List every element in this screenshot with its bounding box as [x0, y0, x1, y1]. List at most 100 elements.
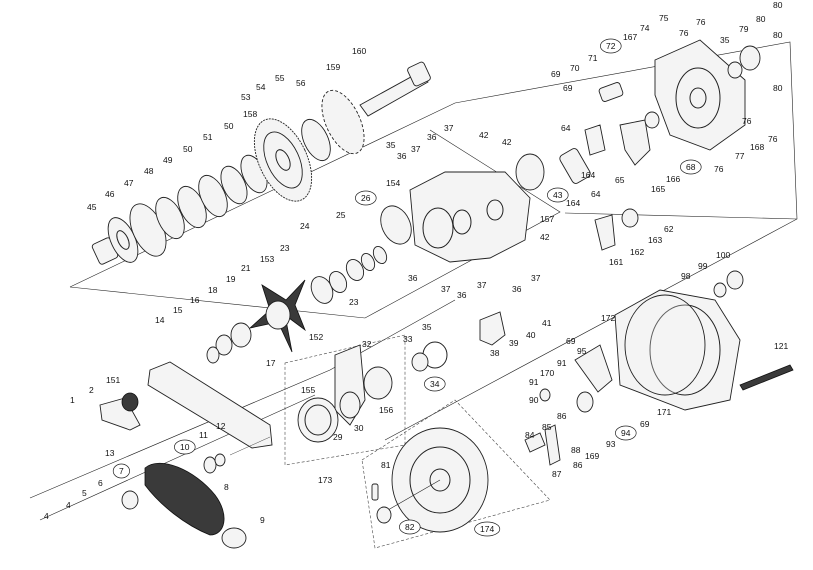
part-number-label: 69 [551, 69, 561, 79]
part-callout: 158 [243, 109, 257, 119]
part-number-label: 95 [577, 346, 587, 356]
part-number-label: 15 [173, 305, 183, 315]
part-callout: 21 [241, 263, 251, 273]
part-number-label: 94 [621, 428, 631, 438]
part-number-label: 19 [226, 274, 236, 284]
part-number-label: 161 [609, 257, 623, 267]
part-callout: 46 [105, 189, 115, 199]
part-number-label: 80 [773, 30, 783, 40]
part-number-label: 35 [422, 322, 432, 332]
part-callout: 56 [296, 78, 306, 88]
part-callout: 99 [698, 261, 708, 271]
part-number-label: 98 [681, 271, 691, 281]
part-number-label: 42 [540, 232, 550, 242]
part-callout: 70 [570, 63, 580, 73]
callout-labels: 1215144567891011121314151617181921152153… [44, 0, 788, 537]
part-number-label: 11 [199, 430, 208, 440]
part-callout: 9 [260, 515, 265, 525]
part-callout: 37 [411, 144, 421, 154]
drag-gear-stack [91, 61, 431, 265]
part-callout: 90 [529, 395, 539, 405]
part-number-label: 64 [591, 189, 601, 199]
part-number-label: 24 [300, 221, 310, 231]
part-callout: 152 [309, 332, 323, 342]
part-callout: 36 [397, 151, 407, 161]
part-callout: 64 [561, 123, 571, 133]
part-number-label: 84 [525, 430, 535, 440]
callout-circle [600, 38, 622, 54]
part-callout: 80 [773, 0, 783, 10]
part-callout: 71 [588, 53, 598, 63]
part-number-label: 36 [397, 151, 407, 161]
part-number-label: 90 [529, 395, 539, 405]
part-callout: 39 [509, 338, 519, 348]
part-number-label: 38 [490, 348, 500, 358]
part-callout: 42 [479, 130, 489, 140]
part-callout: 77 [735, 151, 745, 161]
part-number-label: 156 [379, 405, 393, 415]
part-number-label: 37 [531, 273, 541, 283]
part-callout: 72 [600, 38, 622, 54]
part-callout: 53 [241, 92, 251, 102]
part-number-label: 159 [326, 62, 340, 72]
part-callout: 69 [566, 336, 576, 346]
part-number-label: 172 [601, 313, 615, 323]
part-callout: 100 [716, 250, 730, 260]
part-callout: 50 [183, 144, 193, 154]
part-number-label: 164 [581, 170, 595, 180]
part-number-label: 8 [224, 482, 229, 492]
part-callout: 69 [640, 419, 650, 429]
part-callout: 50 [224, 121, 234, 131]
part-number-label: 10 [180, 442, 190, 452]
part-number-label: 13 [105, 448, 115, 458]
callout-circle [680, 159, 702, 175]
part-number-label: 41 [542, 318, 552, 328]
part-number-label: 166 [666, 174, 680, 184]
part-number-label: 91 [557, 358, 567, 368]
part-callout: 62 [664, 224, 674, 234]
part-callout: 25 [336, 210, 346, 220]
part-callout: 93 [606, 439, 616, 449]
part-number-label: 23 [280, 243, 290, 253]
part-callout: 162 [630, 247, 644, 257]
part-callout: 51 [203, 132, 213, 142]
part-number-label: 5 [82, 488, 87, 498]
part-number-label: 80 [773, 83, 783, 93]
part-number-label: 37 [441, 284, 451, 294]
part-number-label: 25 [336, 210, 346, 220]
star-drag [206, 279, 306, 364]
part-number-label: 45 [87, 202, 97, 212]
part-number-label: 46 [105, 189, 115, 199]
part-callout: 98 [681, 271, 691, 281]
part-number-label: 7 [119, 466, 124, 476]
part-number-label: 33 [403, 334, 413, 344]
part-callout: 23 [280, 243, 290, 253]
part-callout: 37 [477, 280, 487, 290]
part-callout: 69 [563, 83, 573, 93]
part-callout: 86 [573, 460, 583, 470]
part-number-label: 48 [144, 166, 154, 176]
part-callout: 88 [571, 445, 581, 455]
part-number-label: 74 [640, 23, 650, 33]
part-callout: 37 [531, 273, 541, 283]
part-callout: 4 [66, 500, 71, 510]
part-callout: 163 [648, 235, 662, 245]
part-callout: 1 [70, 395, 75, 405]
part-callout: 13 [105, 448, 115, 458]
part-number-label: 62 [664, 224, 674, 234]
part-number-label: 85 [542, 422, 552, 432]
part-callout: 164 [581, 170, 595, 180]
part-number-label: 50 [183, 144, 193, 154]
part-number-label: 121 [774, 341, 788, 351]
part-callout: 171 [657, 407, 671, 417]
part-number-label: 100 [716, 250, 730, 260]
part-number-label: 47 [124, 178, 134, 188]
part-callout: 36 [512, 284, 522, 294]
callout-circle [547, 187, 569, 203]
part-callout: 36 [408, 273, 418, 283]
part-number-label: 157 [540, 214, 554, 224]
part-number-label: 49 [163, 155, 173, 165]
part-callout: 172 [601, 313, 615, 323]
part-number-label: 167 [623, 32, 637, 42]
part-callout: 95 [577, 346, 587, 356]
